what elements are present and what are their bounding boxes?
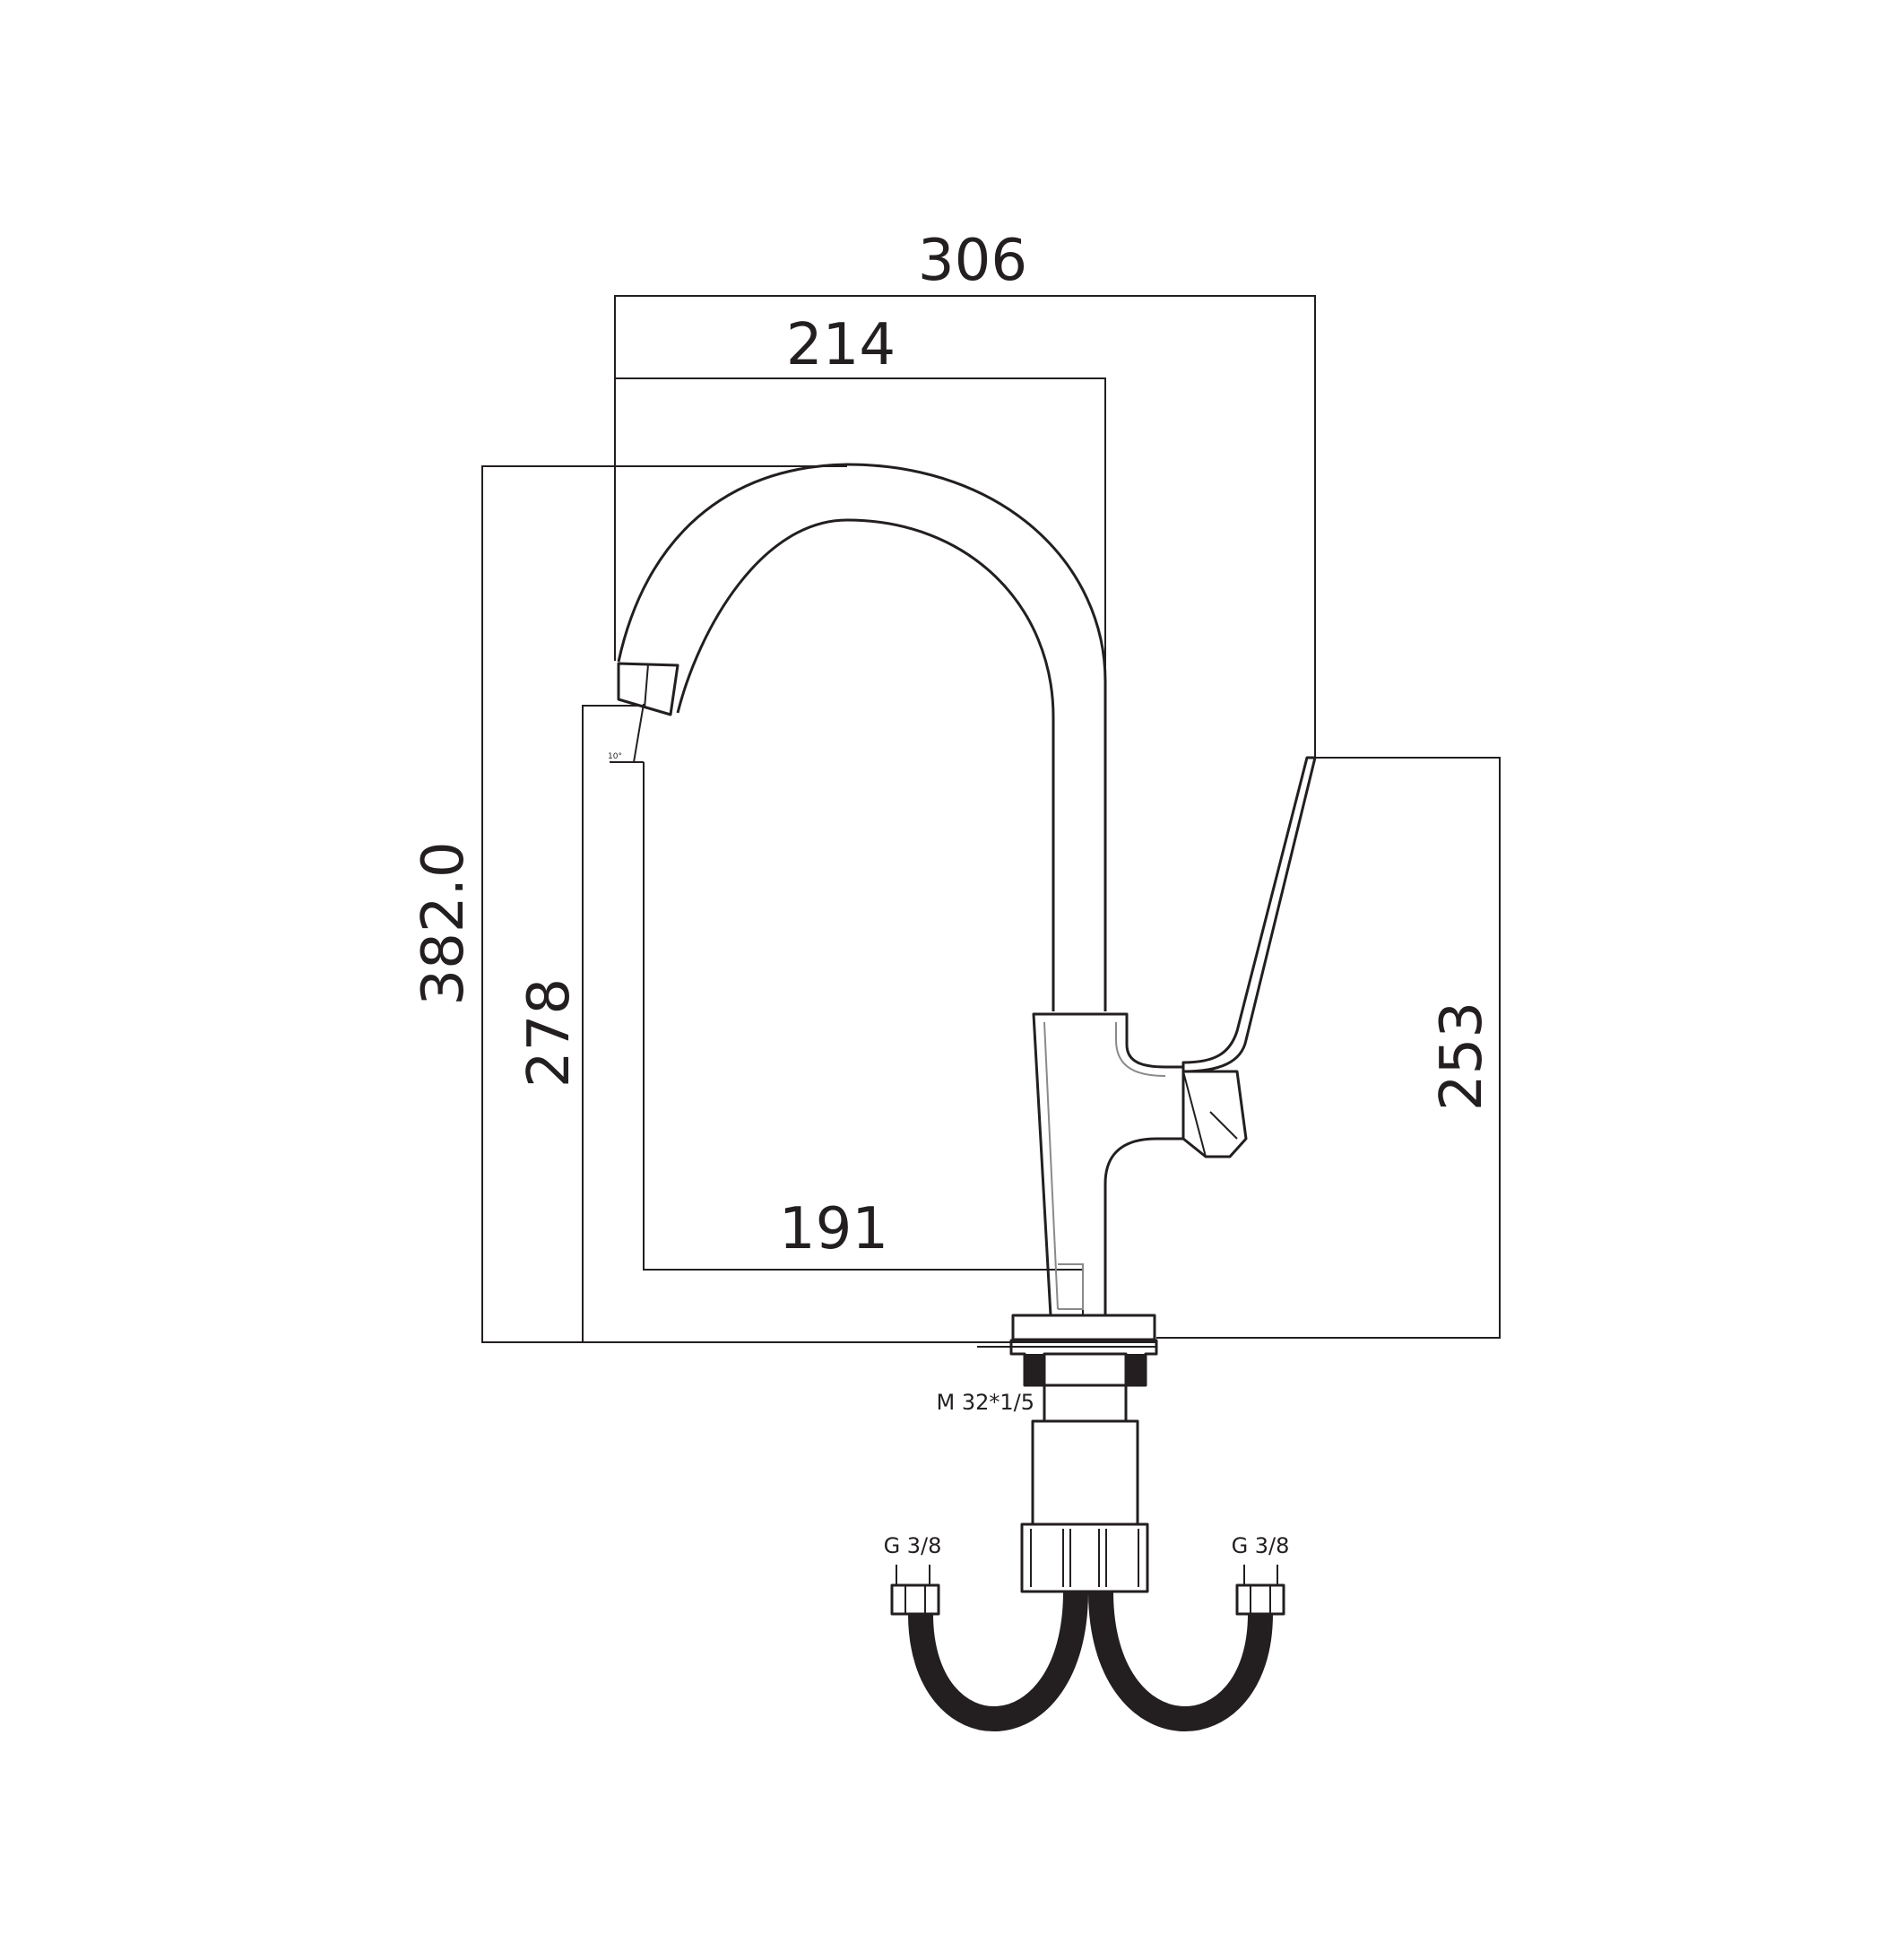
inlet-stem-left	[896, 1565, 930, 1585]
counter-top-line	[977, 1341, 1156, 1348]
base-plate	[1011, 1314, 1156, 1341]
dim-label-spout-height: 278	[516, 978, 583, 1088]
dim-label-total-width: 306	[918, 228, 1027, 294]
dim-label-total-height: 382.0	[411, 841, 477, 1005]
mounting-nut-right-face	[1126, 1354, 1146, 1385]
spout-outer-curve	[617, 463, 1107, 1011]
body-collar-highlight	[1058, 1263, 1084, 1310]
spout-angle-label: 10°	[608, 752, 622, 761]
inlet-label-left: G 3/8	[884, 1533, 942, 1558]
spout-inner-curve	[676, 518, 1055, 1011]
hose-left	[908, 1591, 1088, 1732]
dimension-line-total-height	[481, 465, 991, 1343]
lower-connector	[1020, 1522, 1149, 1593]
dim-label-spout-reach: 214	[786, 312, 896, 378]
lower-body	[1031, 1419, 1139, 1526]
thread-label: M 32*1/5	[937, 1390, 1035, 1415]
dimension-line-handle-height	[1156, 757, 1501, 1339]
lever-lower-part	[1182, 1070, 1248, 1158]
dimension-line-spout-reach	[614, 377, 1106, 1011]
inlet-stem-right	[1243, 1565, 1278, 1585]
spout-angle-mark	[610, 703, 645, 763]
dimension-line-total-width	[614, 295, 1316, 758]
inlet-fitting-left-facets	[904, 1585, 926, 1614]
hose-right	[1088, 1591, 1273, 1732]
spout-aerator-ridge	[644, 664, 649, 709]
inlet-label-right: G 3/8	[1232, 1533, 1290, 1558]
dim-label-handle-height: 253	[1429, 1002, 1495, 1111]
dim-label-base-to-spout: 191	[779, 1196, 888, 1262]
spout-aerator	[617, 662, 679, 716]
faucet-body	[617, 463, 1317, 1593]
threaded-shank	[1043, 1352, 1128, 1423]
inlet-fitting-right	[1235, 1583, 1285, 1616]
inlet-fitting-left	[890, 1583, 940, 1616]
inlet-fitting-right-facets	[1250, 1585, 1271, 1614]
mixer-body	[1032, 1012, 1185, 1317]
lever-detail	[1182, 1071, 1238, 1158]
mixer-body-highlight	[1043, 1021, 1166, 1310]
supply-hoses	[890, 1565, 1285, 1732]
dimension-lines	[481, 295, 1501, 1343]
dimension-line-spout-height	[582, 705, 642, 1342]
mounting-nut-left-face	[1025, 1354, 1044, 1385]
lever-handle	[1181, 756, 1317, 1073]
connector-ribs	[1030, 1529, 1139, 1587]
